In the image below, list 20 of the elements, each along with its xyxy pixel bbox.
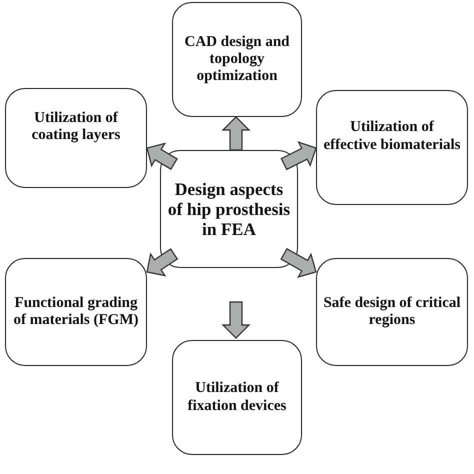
rounded-box: [5, 88, 147, 188]
block-arrow: [146, 248, 178, 276]
box-text: Utilization of fixation devices: [186, 380, 288, 415]
block-arrow: [280, 248, 317, 278]
box-text: Safe design of critical regions: [323, 294, 461, 330]
rounded-box: [172, 340, 302, 455]
box-text: CAD design and topology optimization: [183, 34, 291, 86]
box-text: Functional grading of materials (FGM): [12, 294, 140, 330]
block-arrow: [222, 301, 250, 339]
rounded-box: [316, 258, 468, 366]
block-arrow: [222, 116, 250, 151]
box-text: Utilization of effective biomaterials: [323, 119, 461, 154]
box-text: Utilization of coating layers: [30, 110, 122, 144]
block-arrow: [280, 141, 317, 170]
block-arrow: [146, 142, 178, 170]
rounded-box: [172, 2, 302, 117]
rounded-box: [316, 90, 468, 205]
rounded-box: [5, 258, 147, 366]
box-text: Design aspects of hip prosthesis in FEA: [167, 178, 291, 240]
rounded-box: [160, 150, 298, 268]
